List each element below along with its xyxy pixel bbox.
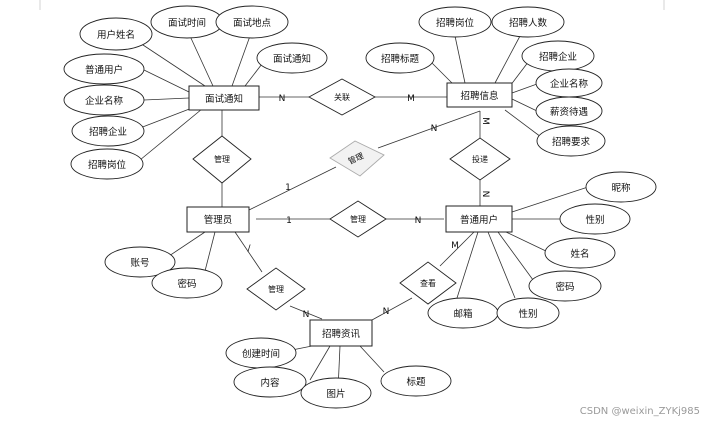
svg-text:投递: 投递	[472, 154, 488, 164]
svg-text:管理员: 管理员	[204, 214, 233, 226]
svg-text:N: N	[279, 94, 286, 104]
svg-text:账号: 账号	[130, 258, 149, 269]
attr-interview-company: 企业名称	[63, 84, 145, 116]
svg-text:面试地点: 面试地点	[233, 17, 272, 29]
rel-manage-news: 管理	[246, 267, 306, 311]
svg-text:N: N	[303, 310, 310, 320]
attr-recruit-count: 招聘人数	[491, 6, 565, 38]
attr-interview-post: 招聘岗位	[70, 148, 144, 180]
svg-text:招聘岗位: 招聘岗位	[88, 159, 127, 171]
attr-interview-user: 普通用户	[63, 53, 145, 85]
svg-text:图片: 图片	[326, 388, 345, 400]
attr-admin-account: 账号	[104, 246, 176, 278]
attr-user-password: 密码	[528, 270, 602, 302]
svg-text:M: M	[451, 241, 459, 251]
svg-text:管理: 管理	[350, 214, 366, 224]
attr-interview-time: 面试时间	[150, 5, 224, 39]
attr-admin-password: 密码	[151, 267, 223, 299]
svg-text:薪资待遇: 薪资待遇	[550, 106, 589, 118]
attr-news-created: 创建时间	[225, 337, 297, 369]
svg-text:M: M	[480, 117, 490, 125]
attr-recruit-company: 企业名称	[535, 68, 603, 98]
svg-text:招聘资讯: 招聘资讯	[322, 328, 361, 340]
svg-text:普通用户: 普通用户	[460, 214, 498, 226]
attr-interview-notice: 面试通知	[256, 42, 328, 74]
rel-manage-user: 管理	[329, 200, 387, 238]
attr-recruit-post: 招聘岗位	[418, 6, 492, 38]
attr-interview-username: 用户姓名	[79, 17, 153, 51]
svg-text:企业名称: 企业名称	[85, 95, 124, 107]
svg-text:招聘要求: 招聘要求	[552, 136, 591, 148]
attr-user-email: 邮箱	[427, 297, 499, 329]
entity-news: 招聘资讯	[309, 319, 373, 347]
attr-recruit-requirement: 招聘要求	[536, 125, 606, 157]
svg-text:性别: 性别	[585, 214, 604, 226]
svg-text:管理: 管理	[214, 154, 230, 164]
attr-news-image: 图片	[300, 377, 372, 409]
svg-text:M: M	[407, 94, 415, 104]
rel-link: 关联	[308, 78, 376, 116]
attr-user-gender-2: 性别	[496, 297, 560, 329]
svg-text:面试时间: 面试时间	[168, 17, 206, 29]
attr-recruit-salary: 薪资待遇	[535, 96, 603, 126]
svg-text:内容: 内容	[260, 377, 280, 389]
svg-text:密码: 密码	[555, 281, 574, 293]
svg-text:关联: 关联	[334, 92, 350, 102]
svg-text:昵称: 昵称	[611, 182, 631, 194]
svg-text:招聘岗位: 招聘岗位	[436, 17, 475, 29]
svg-text:招聘企业: 招聘企业	[89, 126, 127, 138]
svg-text:企业名称: 企业名称	[550, 78, 589, 90]
svg-text:N: N	[415, 216, 422, 226]
attr-interview-employer: 招聘企业	[71, 115, 145, 147]
svg-text:面试通知: 面试通知	[205, 93, 243, 105]
svg-text:性别: 性别	[518, 308, 537, 320]
attr-interview-place: 面试地点	[215, 5, 289, 39]
attr-user-gender: 性别	[559, 203, 631, 235]
rel-deliver: 投递	[449, 137, 511, 181]
watermark: CSDN @weixin_ZYKj985	[580, 406, 700, 417]
svg-text:密码: 密码	[177, 278, 196, 290]
svg-text:/: /	[247, 244, 251, 254]
svg-text:招聘信息: 招聘信息	[460, 90, 498, 102]
entity-recruit-info: 招聘信息	[446, 82, 513, 108]
svg-text:面试通知: 面试通知	[273, 53, 311, 65]
entity-interview-notice: 面试通知	[188, 85, 260, 111]
svg-text:招聘企业: 招聘企业	[539, 51, 577, 63]
svg-text:普通用户: 普通用户	[85, 64, 123, 76]
svg-text:N: N	[431, 124, 438, 134]
attr-news-content: 内容	[233, 366, 307, 398]
attr-news-title: 标题	[380, 365, 452, 397]
svg-text:1: 1	[286, 216, 292, 226]
svg-text:查看: 查看	[420, 278, 436, 288]
cardinality-labels: N M M N 1 1 N N / N N M	[247, 94, 490, 320]
svg-text:1: 1	[285, 183, 291, 193]
rel-view: 查看	[399, 261, 457, 305]
rel-manage-info: 管理	[329, 140, 385, 177]
svg-text:标题: 标题	[406, 376, 426, 388]
attr-recruit-title: 招聘标题	[365, 42, 435, 74]
attr-recruit-employer: 招聘企业	[521, 40, 595, 72]
rel-manage-interview: 管理	[192, 135, 252, 184]
svg-text:N: N	[480, 191, 490, 198]
svg-text:招聘标题: 招聘标题	[381, 53, 420, 65]
svg-text:招聘人数: 招聘人数	[509, 17, 548, 29]
svg-text:创建时间: 创建时间	[242, 348, 280, 360]
svg-text:N: N	[383, 307, 390, 317]
svg-text:管理: 管理	[268, 284, 284, 294]
svg-text:姓名: 姓名	[570, 248, 589, 260]
entity-user: 普通用户	[445, 205, 513, 233]
svg-text:用户姓名: 用户姓名	[97, 29, 135, 41]
attr-user-nickname: 昵称	[585, 171, 657, 203]
entity-admin: 管理员	[186, 206, 250, 233]
attr-user-name: 姓名	[544, 237, 616, 269]
svg-text:邮箱: 邮箱	[453, 308, 472, 320]
